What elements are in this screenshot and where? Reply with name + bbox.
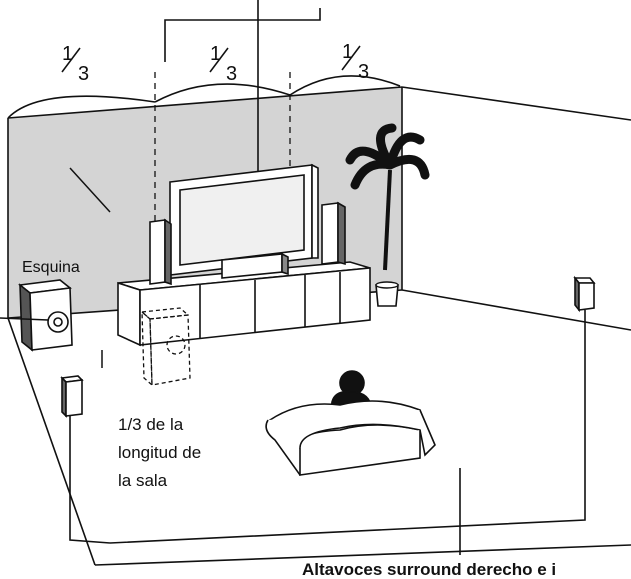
fraction-center-num: 1 bbox=[210, 43, 221, 65]
wall-corner-line bbox=[69, 167, 111, 213]
room-outline bbox=[7, 86, 631, 566]
tv-cabinet bbox=[117, 261, 371, 347]
subwoofer-position-label-line2: longitud de bbox=[118, 443, 201, 462]
front-right-speaker bbox=[321, 201, 346, 266]
fraction-right-num: 1 bbox=[342, 41, 353, 63]
fraction-right: 1 3 bbox=[341, 41, 369, 83]
fraction-left-num: 1 bbox=[62, 43, 73, 65]
palm-plant bbox=[345, 123, 430, 307]
subwoofer-alternative bbox=[140, 307, 191, 387]
fraction-center: 1 3 bbox=[209, 43, 237, 85]
corner-label: Esquina bbox=[22, 259, 80, 276]
surround-right-speaker bbox=[573, 275, 596, 313]
surround-speakers-label: Altavoces surround derecho e i bbox=[302, 560, 556, 579]
center-speaker bbox=[221, 252, 289, 279]
subwoofer-position-label-line3: la sala bbox=[118, 471, 168, 490]
fraction-left: 1 3 bbox=[61, 43, 89, 85]
sofa-with-listener bbox=[265, 370, 436, 477]
fraction-right-den: 3 bbox=[358, 61, 369, 83]
surround-connectors bbox=[69, 310, 586, 555]
subwoofer-position-label-line1: 1/3 de la bbox=[118, 415, 184, 434]
subwoofer-corner bbox=[18, 279, 73, 352]
fraction-left-den: 3 bbox=[78, 63, 89, 85]
subwoofer-leader bbox=[0, 317, 49, 321]
fraction-center-den: 3 bbox=[226, 63, 237, 85]
front-left-speaker bbox=[149, 218, 172, 286]
surround-left-speaker bbox=[60, 375, 84, 418]
